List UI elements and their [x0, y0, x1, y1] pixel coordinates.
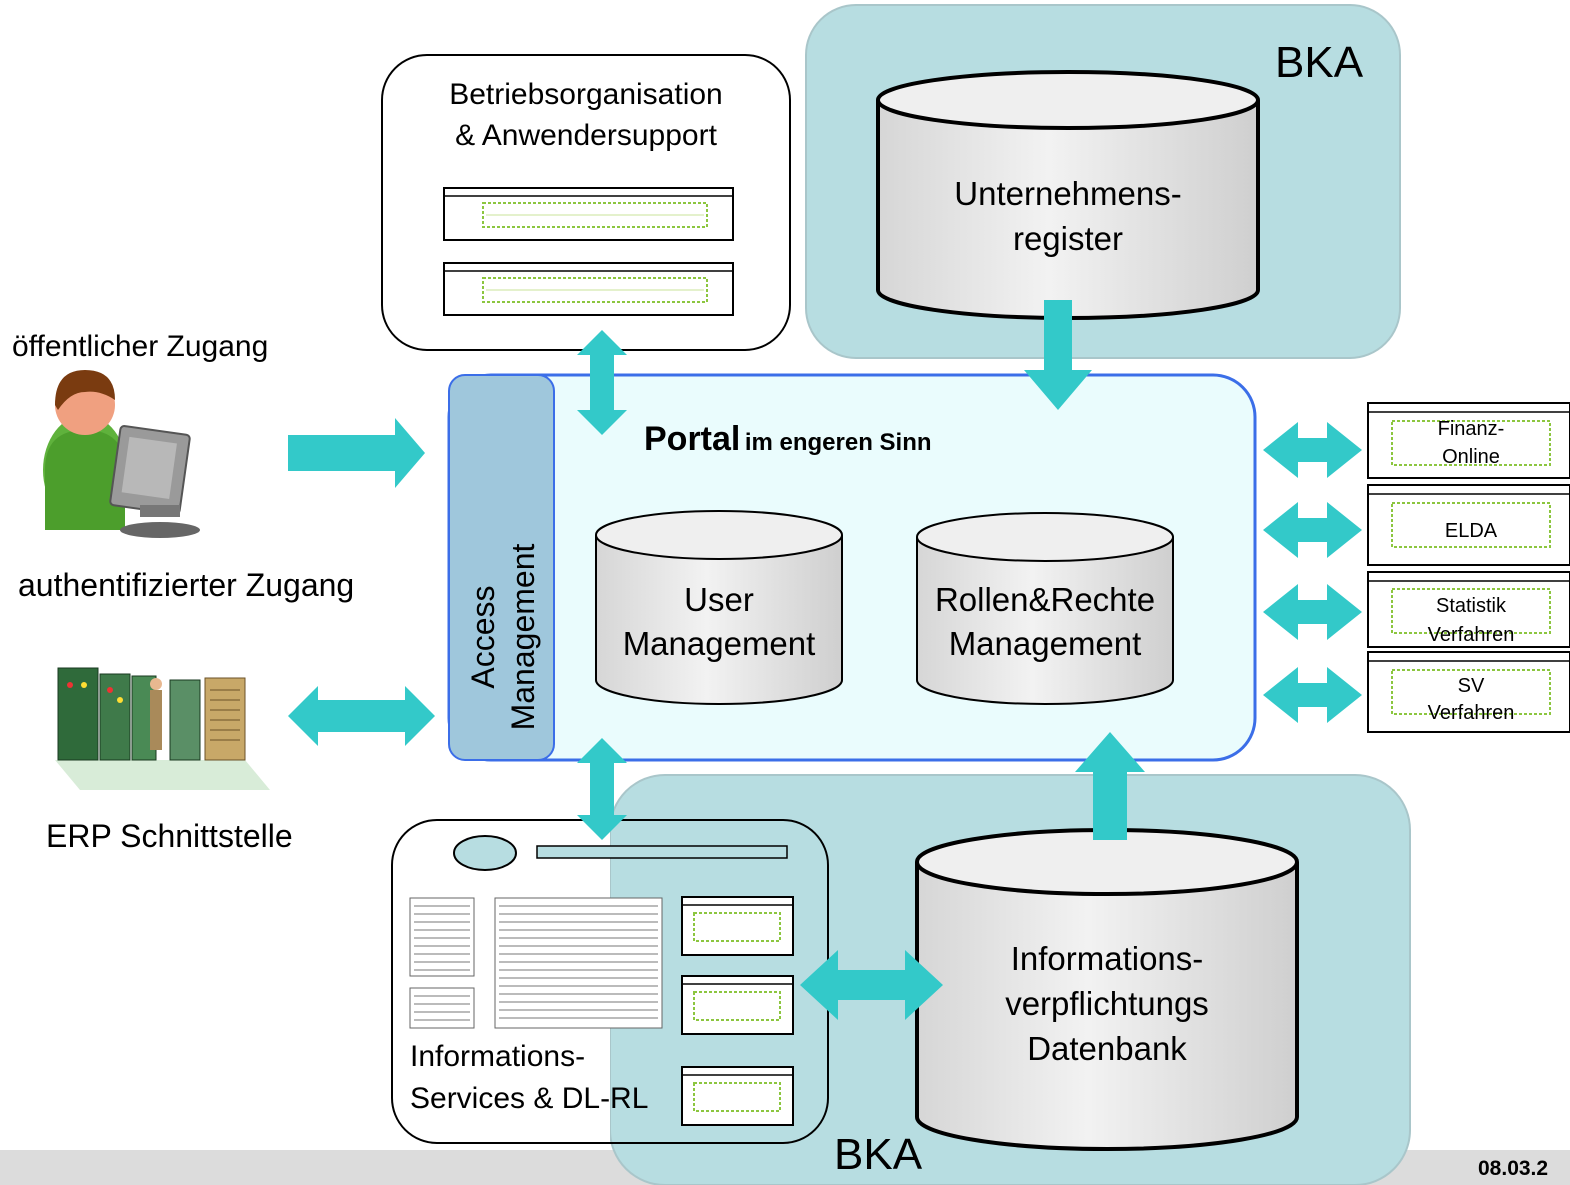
info-services-page-col1 — [409, 897, 475, 1029]
rollen-cylinder — [916, 512, 1174, 705]
info-db-line2: verpflichtungs — [1005, 985, 1209, 1022]
arrow-infodb-portal — [1075, 732, 1145, 840]
register-title-line2: register — [1012, 220, 1124, 257]
right-system-3-line2: Verfahren — [1427, 624, 1515, 646]
info-db-line1: Informations- — [1010, 940, 1204, 977]
bka-top-label: BKA — [1275, 38, 1364, 87]
right-system-box-1 — [1367, 402, 1570, 479]
rollen-line2: Management — [948, 625, 1142, 662]
erp-mainframe-icon — [55, 667, 270, 790]
info-services-server-2 — [681, 975, 794, 1035]
info-services-server-1 — [681, 896, 794, 956]
arrow-right-4 — [1263, 667, 1362, 723]
user-management-cylinder — [595, 510, 843, 705]
user-computer-icon — [43, 370, 200, 538]
arrow-infoservices-infodb — [800, 950, 943, 1020]
betrieb-title-line2: & Anwendersupport — [455, 119, 717, 152]
portal-title-bold: Portal — [644, 420, 741, 458]
auth-access-label: authentifizierter Zugang — [18, 567, 355, 603]
right-system-box-3 — [1367, 571, 1570, 648]
info-services-headerbar — [536, 845, 788, 859]
right-system-4-line1: SV — [1457, 675, 1485, 697]
right-system-box-4 — [1367, 651, 1570, 733]
access-management-line1: Access — [464, 585, 501, 689]
bka-bottom-label: BKA — [834, 1130, 923, 1179]
user-management-line1: User — [684, 581, 754, 618]
betrieb-server-1 — [443, 187, 734, 241]
register-title-line1: Unternehmens- — [954, 175, 1182, 212]
info-db-line3: Datenbank — [1027, 1030, 1187, 1067]
right-system-1-line1: Finanz- — [1437, 418, 1505, 440]
arrow-portal-infoservices — [577, 738, 627, 840]
erp-label: ERP Schnittstelle — [46, 818, 293, 854]
access-management-label: Access Management — [455, 540, 550, 770]
info-services-page-col2 — [494, 897, 663, 1029]
portal-title-rest: im engeren Sinn — [744, 429, 932, 456]
public-access-label: öffentlicher Zugang — [12, 330, 269, 363]
info-services-line2: Services & DL-RL — [410, 1082, 649, 1115]
portal-title: Portal im engeren Sinn — [644, 420, 932, 459]
betrieb-title-line1: Betriebsorganisation — [449, 78, 723, 111]
footer-date: 08.03.2 — [1478, 1157, 1549, 1180]
info-services-logo — [453, 835, 517, 871]
info-services-line1: Informations- — [410, 1040, 586, 1073]
access-management-bar — [448, 374, 555, 761]
arrows — [288, 300, 1362, 1020]
access-management-line2: Management — [504, 543, 541, 730]
right-system-3-line1: Statistik — [1435, 595, 1507, 617]
arrow-right-1 — [1263, 422, 1362, 478]
right-system-1-line2: Online — [1442, 446, 1500, 468]
right-system-4-line2: Verfahren — [1427, 702, 1515, 724]
arrow-right-3 — [1263, 584, 1362, 640]
unternehmensregister-cylinder — [876, 70, 1260, 320]
user-management-line2: Management — [622, 625, 816, 662]
arrow-register-portal — [1024, 300, 1092, 410]
right-system-2-line1: ELDA — [1444, 520, 1498, 542]
arrow-erp — [288, 686, 435, 746]
arrow-right-2 — [1263, 502, 1362, 558]
betrieb-server-2 — [443, 262, 734, 316]
arrow-betrieb-portal — [577, 330, 627, 435]
info-services-server-3 — [681, 1066, 794, 1126]
rollen-line1: Rollen&Rechte — [934, 581, 1156, 618]
arrow-public-access — [288, 418, 425, 488]
info-db-cylinder — [915, 828, 1299, 1151]
right-system-box-2 — [1367, 484, 1570, 566]
